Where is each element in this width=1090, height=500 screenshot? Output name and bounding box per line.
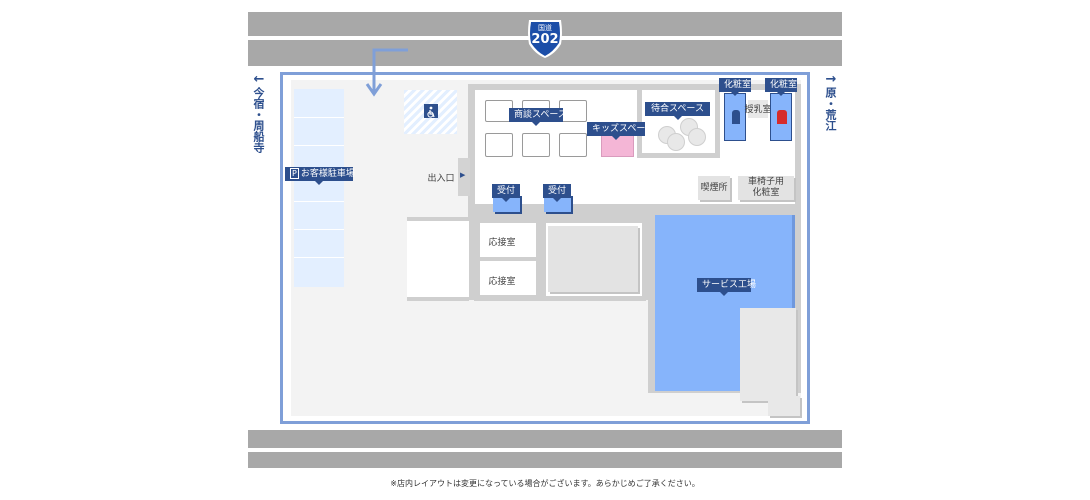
accessible-parking [404, 90, 457, 134]
waiting-seat [688, 128, 706, 146]
female-icon [777, 110, 787, 124]
entrance-door [458, 158, 470, 196]
parking-stall-line [294, 201, 344, 202]
reception2-tag: 受付 [543, 184, 571, 202]
reception-room1-label: 応接室 [488, 238, 516, 248]
toilet2-tag: 化粧室 [765, 78, 797, 96]
entrance-arrow-icon: ▶ [460, 171, 466, 179]
reception-room [480, 261, 536, 295]
service-tag: サービス工場 [697, 278, 756, 296]
parking-stall-line [294, 257, 344, 258]
direction-right: → 原・荒江 [822, 72, 840, 131]
nursing-room [748, 100, 768, 118]
left-arrow-icon: ← [253, 72, 265, 87]
reception-desk [544, 194, 571, 212]
reception-room [480, 223, 536, 257]
reception-room2-label: 応接室 [488, 277, 516, 287]
smoking-area: 喫煙所 [698, 176, 730, 200]
route-number: 202 [531, 32, 559, 47]
route-shield-icon [528, 20, 562, 58]
parking-stall-line [294, 117, 344, 118]
wall [715, 90, 720, 158]
route-label: 国道 [538, 24, 552, 32]
waiting-seat [667, 133, 685, 151]
service-annex [740, 308, 796, 401]
parking-stall-line [294, 145, 344, 146]
footnote: ※店内レイアウトは変更になっている場合がございます。あらかじめご了承ください。 [390, 479, 700, 488]
smoking-label: 喫煙所 [700, 183, 728, 193]
direction-right-text: 原・荒江 [824, 87, 837, 131]
bottom-road [248, 430, 842, 468]
parking-icon: P [290, 168, 299, 179]
toilet-male [724, 93, 746, 141]
meeting-table [559, 133, 587, 157]
road-center-line [248, 448, 842, 452]
wheelchair-toilet-label-1: 車椅子用 [747, 177, 784, 187]
parking-stall-line [294, 229, 344, 230]
toilet1-tag: 化粧室 [719, 78, 751, 96]
route-shield: 国道 202 [525, 18, 565, 60]
storage-block [548, 226, 638, 292]
wheelchair-toilet: 車椅子用 化粧室 [738, 176, 794, 200]
reception-desk [493, 194, 520, 212]
nursing-label: 授乳室 [744, 105, 772, 115]
direction-left-text: 今宿・周船寺 [252, 87, 265, 153]
toilet-female [770, 93, 792, 141]
male-icon [732, 110, 740, 124]
entrance-label: 出入口 [427, 174, 455, 184]
wheelchair-icon [424, 104, 438, 118]
meeting-table [522, 133, 550, 157]
right-arrow-icon: → [825, 72, 837, 87]
shodan-tag: 商談スペース [509, 108, 567, 126]
west-annex [407, 217, 469, 301]
kids-tag: キッズスペース [587, 122, 654, 140]
service-annex-lower [768, 396, 800, 416]
wall [637, 153, 715, 158]
reception1-tag: 受付 [492, 184, 520, 202]
waiting-tag: 待合スペース [645, 102, 710, 120]
direction-left: ← 今宿・周船寺 [250, 72, 268, 153]
parking-area [294, 89, 344, 287]
entry-arrow-icon [365, 48, 408, 97]
parking-label: お客様駐車場 [300, 169, 355, 179]
meeting-table [485, 133, 513, 157]
wheelchair-toilet-label-2: 化粧室 [752, 188, 780, 198]
